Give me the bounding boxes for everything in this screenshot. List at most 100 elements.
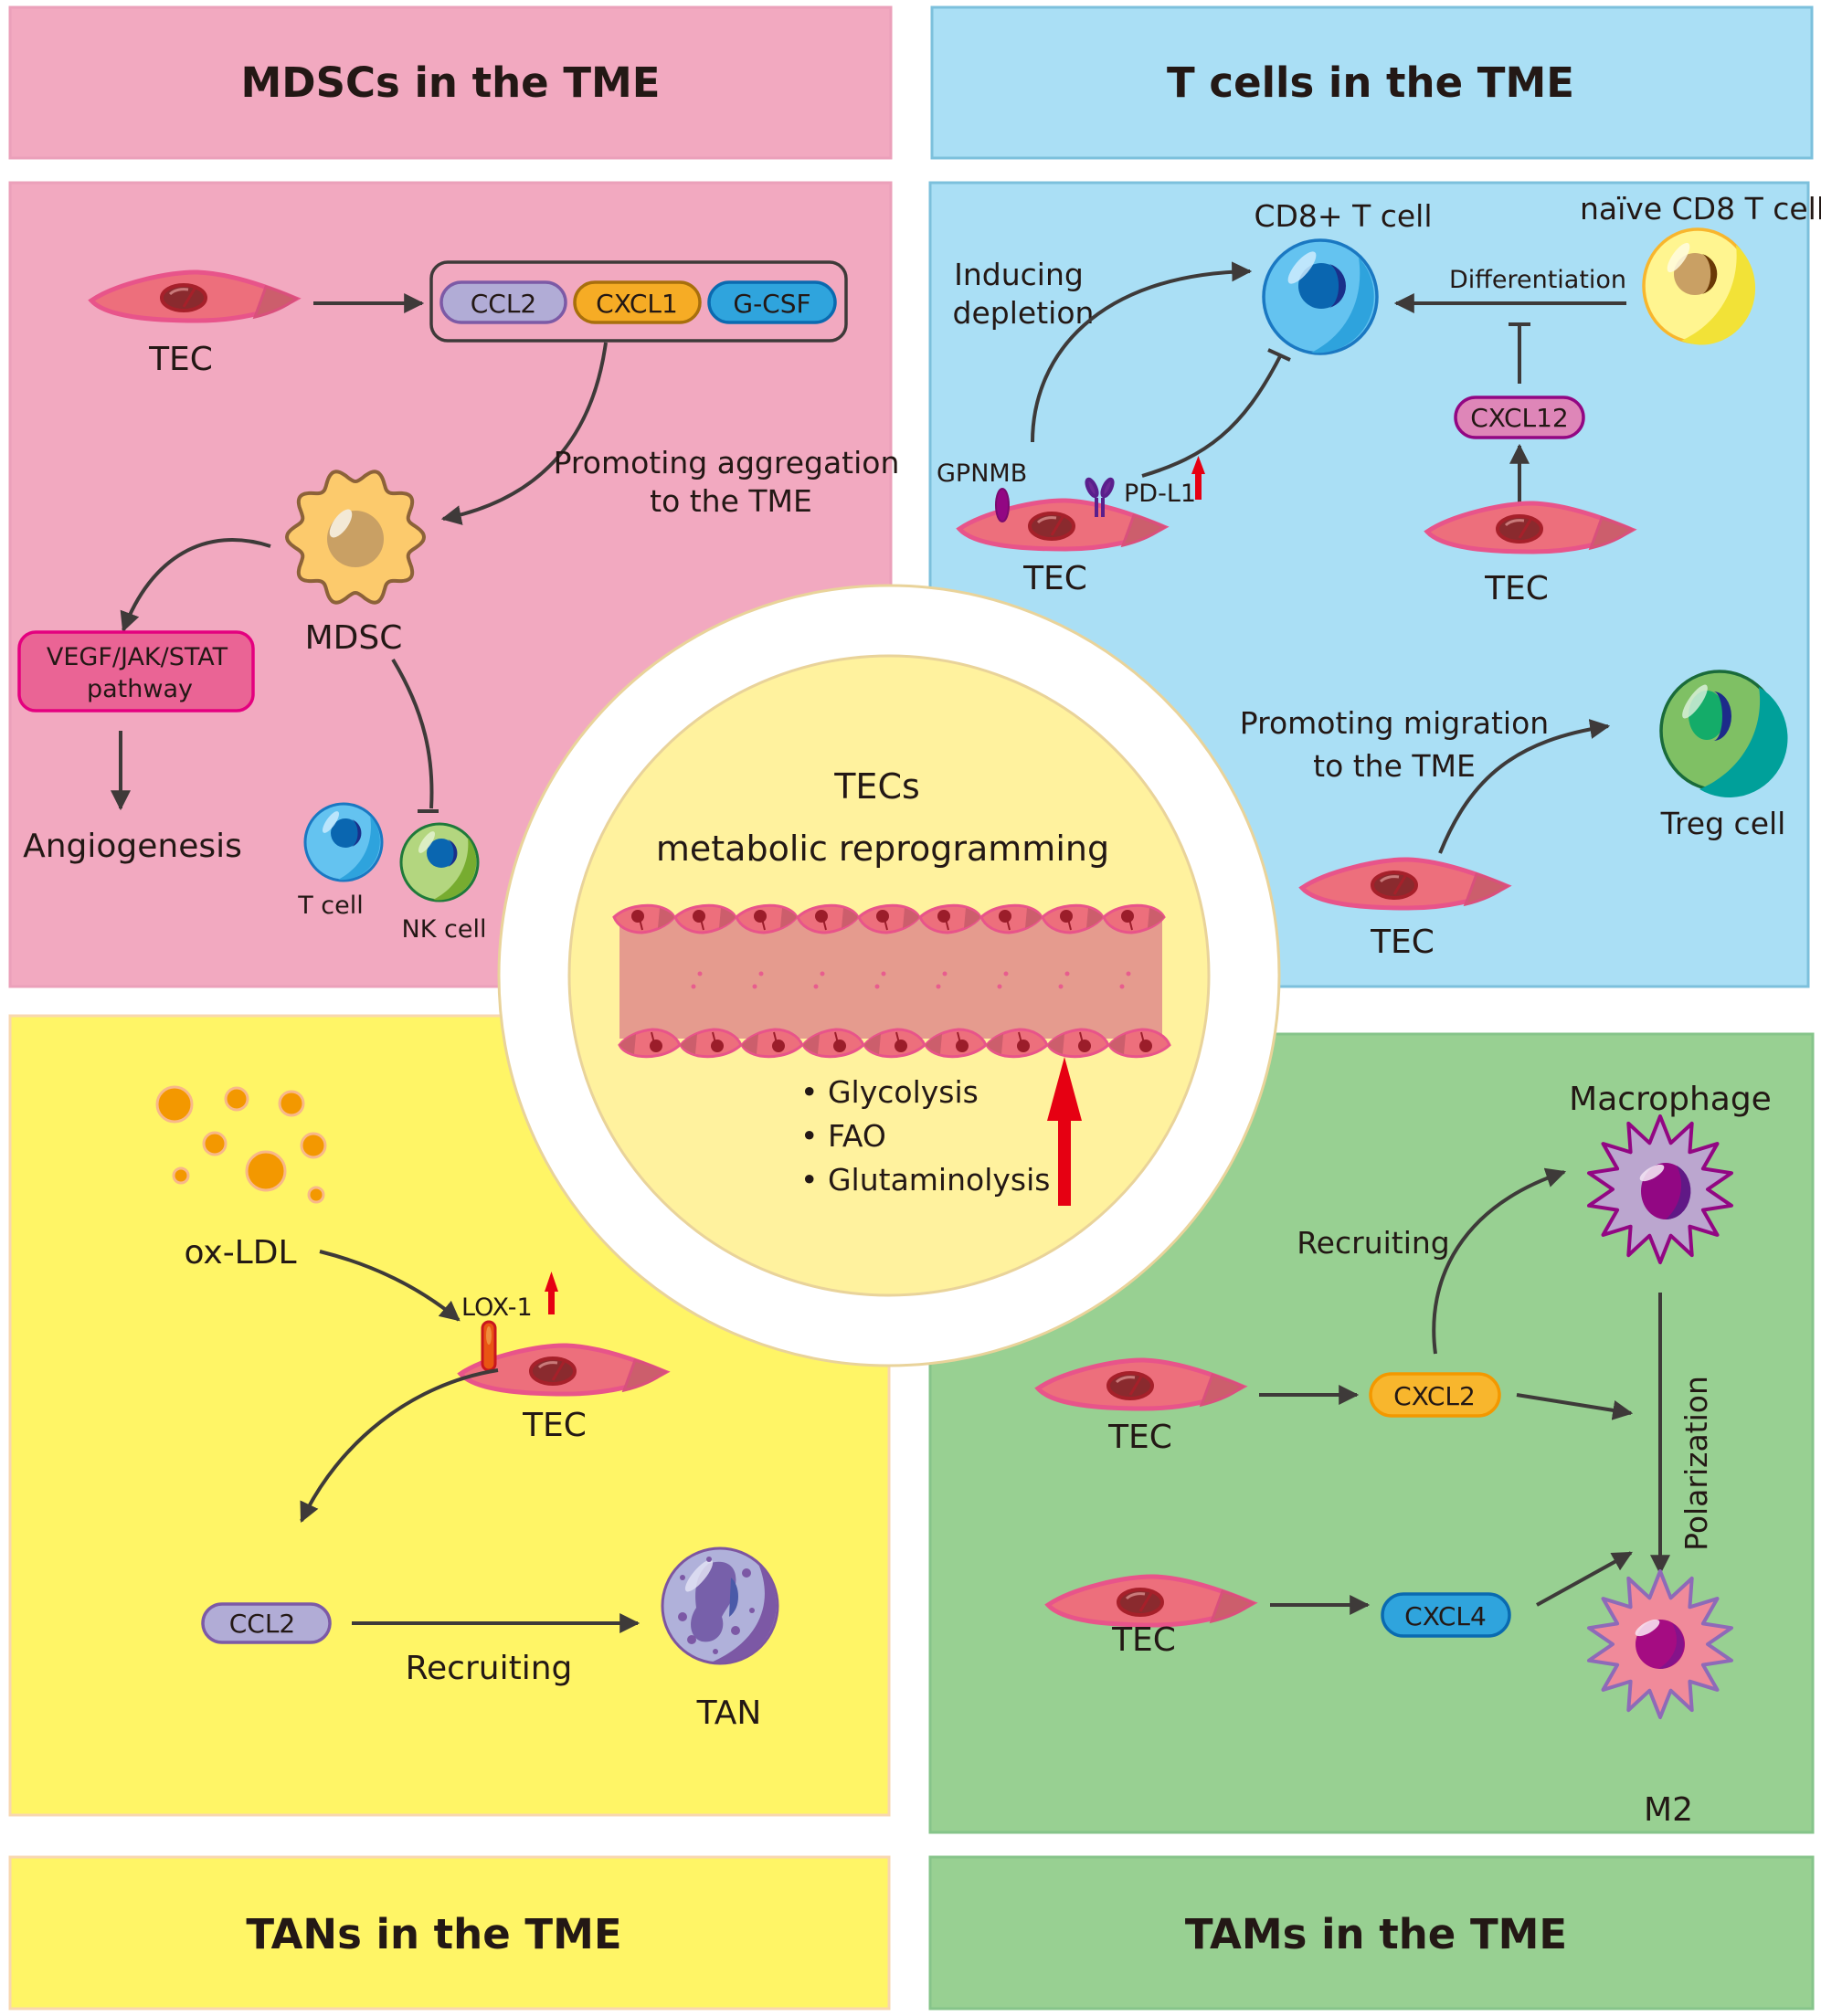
oxldl-to-tec-arrow [319, 1250, 461, 1322]
lox1-label: LOX-1 [461, 1293, 533, 1322]
m2-label: M2 [1644, 1791, 1693, 1829]
treg-label: Treg cell [1660, 806, 1786, 841]
aggregation-label-2: to the TME [650, 483, 812, 519]
naive-cd8-label: naïve CD8 T cell [1580, 191, 1821, 227]
tan-header: TANs in the TME [246, 1910, 621, 1958]
vessel-dot [1058, 984, 1064, 989]
aggregation-arrow [440, 342, 608, 525]
svg-text:CCL2: CCL2 [471, 289, 537, 319]
tan-header-box [8, 1855, 891, 2011]
tec-label-top: TEC [1107, 1419, 1172, 1456]
vessel-dot [820, 971, 825, 976]
tam-content: Macrophage Recruiting TEC CXCL2 TEC CXCL… [1038, 1081, 1772, 1829]
bullet-glutaminolysis: • Glutaminolysis [800, 1162, 1050, 1198]
vessel-dot [936, 984, 941, 989]
center-title-1: TECs [833, 766, 920, 807]
tec-label: TEC [522, 1407, 587, 1444]
factor-ccl2: CCL2 [439, 280, 567, 324]
increase-up-arrow-icon [1047, 1057, 1082, 1206]
vessel-dot [1126, 971, 1131, 976]
t-cell-label: T cell [297, 892, 364, 920]
tec-label-right: TEC [1484, 570, 1549, 607]
ox-ldl-label: ox-LDL [184, 1234, 296, 1272]
center-metabolism: TECs metabolic reprogramming • Glycolysi… [497, 584, 1281, 1367]
vessel-dot [697, 971, 703, 976]
tcell-content: CD8+ T cell naïve CD8 T cell Differentia… [937, 191, 1821, 961]
recruiting-label: Recruiting [1297, 1225, 1450, 1261]
factor-gcsf: G-CSF [707, 280, 837, 324]
mdsc-cell [284, 470, 427, 605]
tcell-header-box [930, 5, 1814, 160]
lox1-receptor [481, 1320, 497, 1372]
bullet-glycolysis: • Glycolysis [800, 1074, 979, 1110]
vessel-dot [1119, 984, 1125, 989]
cxcl4-to-polarization-arrow [1536, 1551, 1633, 1607]
mdsc-content: TEC CCL2 CXCL1 G-CSF Promoting aggregati… [17, 260, 900, 944]
vessel-dot [758, 971, 764, 976]
treg-cell [1659, 670, 1788, 798]
mdsc-header-box [8, 5, 893, 160]
svg-text:CCL2: CCL2 [229, 1609, 296, 1639]
pdl1-up-arrow-icon [1191, 456, 1205, 500]
cxcl2-to-macrophage-arrow [1432, 1167, 1567, 1355]
tam-header-box [928, 1855, 1815, 2011]
vessel-dot [752, 984, 757, 989]
cxcl2-pill: CXCL2 [1369, 1372, 1501, 1418]
pdl1-receptor [1085, 477, 1115, 517]
metabolic-pathway-list: • Glycolysis • FAO • Glutaminolysis [800, 1074, 1050, 1198]
vessel-dot [1003, 971, 1009, 976]
t-cell [303, 802, 384, 882]
pdl1-inhibition-line [1141, 355, 1282, 478]
cxcl4-pill: CXCL4 [1381, 1592, 1511, 1638]
recruiting-label: Recruiting [406, 1650, 573, 1687]
vessel-dot [881, 971, 886, 976]
m2-macrophage-cell [1587, 1569, 1733, 1719]
gpnmb-receptor [995, 488, 1010, 522]
vessel-dot [874, 984, 880, 989]
blood-vessel-icon [612, 903, 1171, 1059]
vessel-dot [997, 984, 1002, 989]
aggregation-label-1: Promoting aggregation [554, 445, 900, 480]
cxcl2-to-polarization-arrow [1516, 1393, 1634, 1420]
tec-label-left: TEC [1022, 560, 1087, 597]
svg-text:CXCL2: CXCL2 [1393, 1381, 1476, 1411]
tec-label-bottom: TEC [1370, 924, 1435, 961]
vessel-dot [813, 984, 819, 989]
tan-cell [661, 1546, 779, 1665]
cd8-label: CD8+ T cell [1254, 198, 1432, 234]
inducing-label-2: depletion [953, 295, 1095, 331]
tam-header: TAMs in the TME [1185, 1910, 1567, 1958]
bullet-fao: • FAO [800, 1118, 886, 1154]
mdsc-header: MDSCs in the TME [240, 58, 660, 107]
tec-to-ccl2-arrow [300, 1368, 499, 1523]
macrophage-cell [1587, 1114, 1733, 1264]
gpnmb-label: GPNMB [937, 459, 1027, 488]
naive-cd8-t-cell [1642, 227, 1756, 345]
ccl2-pill: CCL2 [201, 1602, 332, 1644]
factor-cxcl1: CXCL1 [573, 280, 702, 324]
cxcl12-pill: CXCL12 [1454, 396, 1585, 439]
migration-label-2: to the TME [1313, 748, 1476, 784]
factor-group-box [429, 260, 848, 343]
differentiation-label: Differentiation [1449, 266, 1626, 294]
inducing-depletion-arrow [1031, 261, 1253, 443]
tan-label: TAN [696, 1694, 762, 1732]
svg-text:G-CSF: G-CSF [733, 289, 810, 319]
migration-label-1: Promoting migration [1240, 705, 1549, 741]
tcell-header: T cells in the TME [1167, 58, 1574, 107]
mdsc-to-pathway-arrow [120, 538, 271, 633]
tec-label-bottom: TEC [1111, 1621, 1176, 1659]
vessel-dot [1064, 971, 1070, 976]
pdl1-inhibition-bar [1267, 348, 1291, 362]
svg-text:CXCL1: CXCL1 [596, 289, 678, 319]
tan-content: ox-LDL LOX-1 TEC CCL2 Recruiting [155, 1085, 779, 1732]
center-title-2: metabolic reprogramming [656, 829, 1109, 869]
tec-label: TEC [148, 341, 213, 378]
lox1-up-arrow-icon [545, 1272, 558, 1314]
pathway-box: VEGF/JAK/STAT pathway [17, 630, 255, 712]
cd8-t-cell [1262, 238, 1379, 355]
angiogenesis-label: Angiogenesis [23, 828, 242, 865]
svg-text:VEGF/JAK/STAT: VEGF/JAK/STAT [47, 643, 228, 671]
mdsc-inhibits-nk-line [391, 658, 434, 809]
